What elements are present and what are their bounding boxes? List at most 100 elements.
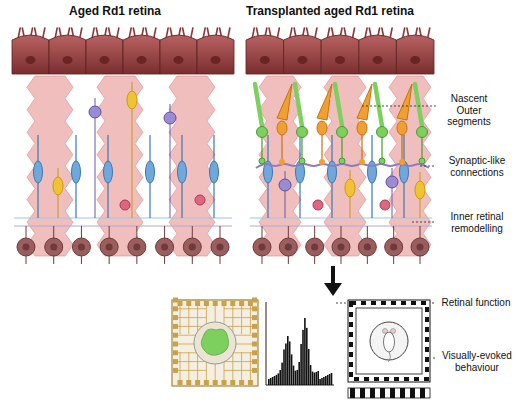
mea-pad [239, 380, 244, 385]
histogram-bar [285, 343, 287, 385]
amacrine-cell [313, 200, 323, 210]
cone-outer-segment [357, 84, 372, 120]
rod-terminal [259, 158, 265, 164]
histogram-bar [325, 376, 327, 385]
cone-terminal [399, 159, 405, 165]
histogram-bar [268, 379, 270, 385]
panel-title: Transplanted aged Rd1 retina [222, 5, 438, 19]
rod-terminal [299, 158, 305, 164]
leader-line [420, 166, 436, 167]
histogram-bar [270, 378, 272, 385]
cone-bipolar-cell [345, 179, 355, 197]
histogram-bar [278, 373, 280, 385]
mea-trace [180, 352, 181, 384]
cone-terminal [279, 159, 285, 165]
histogram-bar [331, 373, 333, 385]
rpe-nucleus [211, 56, 221, 64]
mea-pad [248, 301, 253, 306]
rpe-cell [86, 35, 123, 74]
microvillus [277, 28, 279, 38]
plexiform-layer [14, 226, 232, 227]
microvillus [428, 28, 430, 38]
mea-trace [250, 302, 251, 334]
rod-terminal [419, 158, 425, 164]
plexiform-layer [250, 217, 432, 218]
ganglion-cell [211, 238, 229, 256]
mea-trace [174, 317, 206, 318]
mouse-tail [388, 352, 390, 362]
histogram-bar [314, 373, 316, 385]
panel-title-box: Transplanted aged Rd1 retina [222, 5, 438, 19]
histogram-bar [272, 377, 274, 385]
bipolar-cell [178, 161, 187, 183]
mea-pad [239, 301, 244, 306]
mea-pad [186, 301, 191, 306]
mea-pad [173, 359, 178, 364]
ganglion-cell [17, 238, 35, 256]
grating-strip [348, 388, 430, 398]
mea-trace [224, 300, 256, 301]
amacrine-cell [120, 200, 130, 210]
ganglion-cell [72, 238, 90, 256]
histogram-bar [293, 366, 295, 385]
mea-pad [230, 380, 235, 385]
histogram-bar [297, 370, 299, 385]
microvillus [353, 28, 355, 38]
annotation-label: Nascent Outer segments [440, 93, 498, 128]
cone-nucleus [357, 121, 367, 135]
mea-trace [224, 308, 256, 309]
mea-pad [252, 324, 257, 329]
ganglion-cell [100, 238, 118, 256]
mea-trace [224, 370, 256, 371]
rod-terminal [379, 158, 385, 164]
annotation-label-box: Nascent Outer segments [440, 93, 498, 128]
mea-pad [178, 301, 183, 306]
grating-bar [410, 388, 415, 398]
mea-pad [173, 298, 178, 303]
rpe-cell [359, 35, 397, 74]
rod-outer-segment [335, 84, 342, 126]
rpe-nucleus [100, 56, 110, 64]
histogram-bar [281, 363, 283, 385]
leader-line [362, 106, 436, 107]
rpe-cell [284, 35, 322, 74]
mea-pad [252, 342, 257, 347]
arena-stripes [351, 303, 427, 379]
mouse-body [384, 332, 395, 352]
ganglion-cell [45, 238, 63, 256]
histogram-bar [274, 376, 276, 385]
rpe-nucleus [137, 56, 147, 64]
bipolar-cell [72, 161, 81, 183]
amacrine-cell [195, 195, 205, 205]
rpe-cell [12, 35, 49, 74]
grating-bar [400, 388, 405, 398]
microvillus [80, 28, 82, 38]
mea-pad [173, 324, 178, 329]
mea-pad [173, 368, 178, 373]
ganglion-nucleus [106, 244, 113, 251]
mea-trace [241, 302, 242, 334]
muller-glia [97, 76, 143, 256]
histogram-bar [291, 354, 293, 385]
mea-pad [195, 380, 200, 385]
rpe-nucleus [373, 56, 383, 64]
annotation-label: Visually-evoked behaviour [438, 350, 516, 373]
mea-body [172, 300, 258, 386]
rpe-nucleus [260, 56, 270, 64]
bipolar-cell [146, 161, 155, 183]
rpe-nucleus [26, 56, 36, 64]
ganglion-nucleus [285, 244, 292, 251]
cone-bipolar-cell [53, 177, 63, 195]
cone-bipolar-cell [127, 91, 137, 109]
mea-pad [173, 342, 178, 347]
mea-pad [213, 380, 218, 385]
cone-nucleus [397, 121, 407, 135]
leader-line [433, 358, 436, 359]
histogram-bar [302, 330, 304, 385]
ganglion-nucleus [78, 244, 85, 251]
rod-nucleus [417, 127, 428, 138]
mea-pad [195, 301, 200, 306]
ganglion-nucleus [311, 244, 318, 251]
cone-terminal [359, 159, 365, 165]
microvillus [191, 28, 193, 38]
